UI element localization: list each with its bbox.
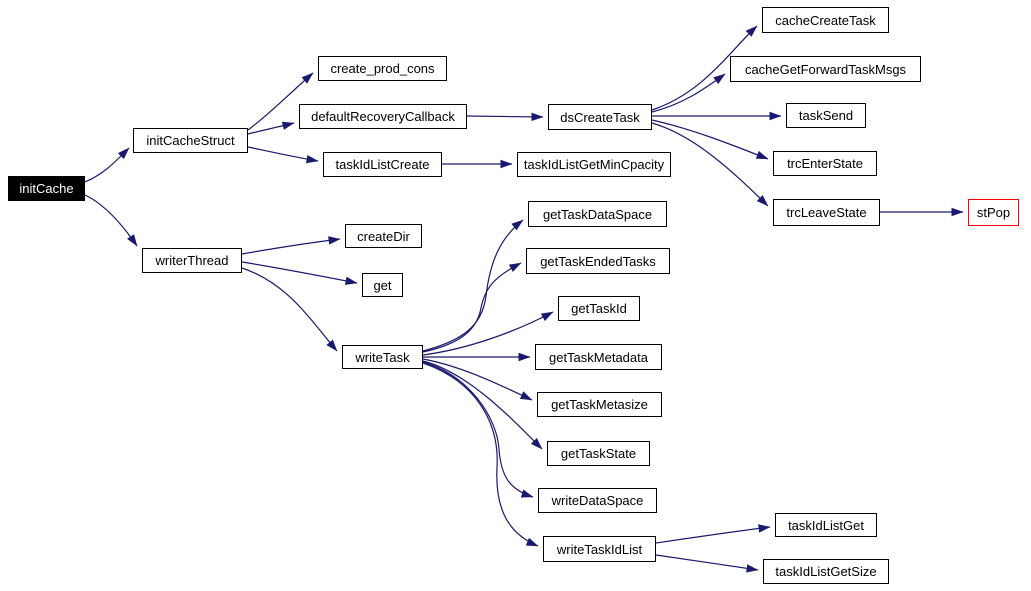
edge-dsCreateTask-cacheCreateTask — [651, 25, 758, 111]
edge-writerThread-createDir — [241, 236, 341, 255]
node-cacheCreateTask[interactable]: cacheCreateTask — [762, 7, 889, 33]
edge-writeTask-getTaskDataSpace — [422, 219, 524, 352]
node-cacheGetForwardTaskMsgs[interactable]: cacheGetForwardTaskMsgs — [730, 56, 921, 82]
node-trcLeaveState[interactable]: trcLeaveState — [773, 199, 880, 226]
node-getTaskId[interactable]: getTaskId — [558, 296, 640, 321]
node-getTaskEndedTasks[interactable]: getTaskEndedTasks — [526, 248, 670, 274]
node-stPop[interactable]: stPop — [968, 199, 1019, 226]
node-taskIdListGetSize[interactable]: taskIdListGetSize — [763, 559, 889, 584]
node-trcEnterState[interactable]: trcEnterState — [773, 151, 877, 176]
edge-defaultRecoveryCallback-dsCreateTask — [466, 112, 544, 122]
edge-dsCreateTask-cacheGetForwardTaskMsgs — [651, 73, 726, 113]
edge-writeTask-getTaskEndedTasks — [422, 262, 522, 353]
node-writeTask[interactable]: writeTask — [342, 345, 423, 369]
edge-initCacheStruct-taskIdListCreate — [247, 146, 319, 164]
edge-initCacheStruct-create_prod_cons — [247, 72, 314, 131]
node-taskIdListGet[interactable]: taskIdListGet — [775, 513, 877, 537]
node-taskIdListGetMinCpacity[interactable]: taskIdListGetMinCpacity — [517, 152, 671, 177]
node-createDir[interactable]: createDir — [345, 224, 422, 248]
edge-writerThread-writeTask — [241, 267, 338, 352]
node-get[interactable]: get — [362, 273, 403, 297]
node-initCache[interactable]: initCache — [8, 176, 85, 201]
node-initCacheStruct[interactable]: initCacheStruct — [133, 128, 248, 153]
edge-initCache-writerThread — [84, 194, 138, 247]
node-writerThread[interactable]: writerThread — [142, 248, 242, 273]
node-getTaskMetadata[interactable]: getTaskMetadata — [535, 344, 662, 370]
edge-writerThread-get — [241, 261, 358, 285]
node-getTaskDataSpace[interactable]: getTaskDataSpace — [528, 201, 667, 227]
edge-writeTaskIdList-taskIdListGetSize — [655, 554, 759, 573]
edge-initCache-initCacheStruct — [84, 147, 130, 183]
node-taskSend[interactable]: taskSend — [786, 103, 866, 128]
node-create_prod_cons[interactable]: create_prod_cons — [318, 56, 447, 81]
edge-writeTask-getTaskId — [422, 311, 554, 356]
edge-initCacheStruct-defaultRecoveryCallback — [247, 121, 295, 135]
node-writeTaskIdList[interactable]: writeTaskIdList — [543, 536, 656, 562]
edge-writeTask-writeDataSpace — [422, 361, 534, 498]
node-dsCreateTask[interactable]: dsCreateTask — [548, 104, 652, 130]
edge-writeTask-getTaskState — [422, 360, 543, 450]
edge-dsCreateTask-trcLeaveState — [651, 122, 769, 207]
edge-writeTask-writeTaskIdList — [422, 362, 539, 547]
node-getTaskMetasize[interactable]: getTaskMetasize — [537, 392, 662, 417]
edge-dsCreateTask-trcEnterState — [651, 119, 769, 160]
node-taskIdListCreate[interactable]: taskIdListCreate — [323, 152, 442, 177]
node-writeDataSpace[interactable]: writeDataSpace — [538, 488, 657, 513]
edge-writeTaskIdList-taskIdListGet — [655, 524, 771, 544]
edge-writeTask-getTaskMetasize — [422, 358, 533, 401]
node-defaultRecoveryCallback[interactable]: defaultRecoveryCallback — [299, 104, 467, 129]
node-getTaskState[interactable]: getTaskState — [547, 441, 650, 466]
